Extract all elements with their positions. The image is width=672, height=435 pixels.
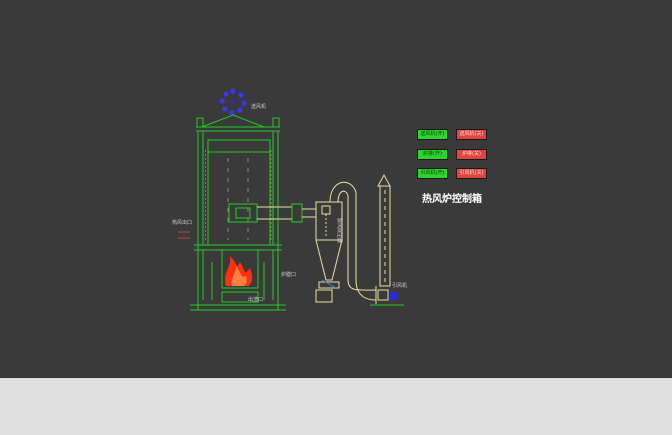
blower-off-button[interactable]: 送风机(关) — [456, 129, 487, 140]
blower-fan-icon[interactable] — [219, 88, 247, 116]
blower-on-button[interactable]: 送风机(开) — [417, 129, 448, 140]
flame-icon — [225, 256, 253, 286]
scada-canvas — [0, 0, 672, 378]
side-inlet-marks — [178, 231, 190, 239]
exhaust-duct — [329, 181, 377, 304]
blower-label: 送风机 — [251, 103, 266, 110]
bottom-strip — [0, 378, 672, 435]
induced-fan-label: 引风机 — [392, 282, 407, 289]
induced-fan-icon[interactable] — [370, 289, 404, 306]
hot-air-outlet-label: 热风出口 — [172, 219, 192, 226]
induced-fan-off-button[interactable]: 引风机(关) — [456, 168, 487, 179]
hot-air-duct — [228, 203, 316, 223]
furnace-body — [190, 114, 286, 311]
cyclone-separator — [315, 201, 343, 303]
chimney-stack — [377, 173, 391, 287]
grate-on-button[interactable]: 炉排(开) — [417, 149, 448, 160]
process-diagram: 送风机 — [172, 88, 407, 311]
furnace-lining — [205, 150, 272, 240]
cyclone-label: 旋风除尘器 — [336, 218, 343, 243]
control-panel-title: 热风炉控制箱 — [422, 194, 482, 205]
grate-off-button[interactable]: 炉排(关) — [456, 149, 487, 160]
induced-fan-on-button[interactable]: 引风机(开) — [417, 168, 448, 179]
firebox-label: 炉膛口 — [281, 271, 296, 278]
ash-outlet-label: 出渣口 — [248, 296, 263, 303]
furnace-inner-dashes — [227, 158, 249, 240]
